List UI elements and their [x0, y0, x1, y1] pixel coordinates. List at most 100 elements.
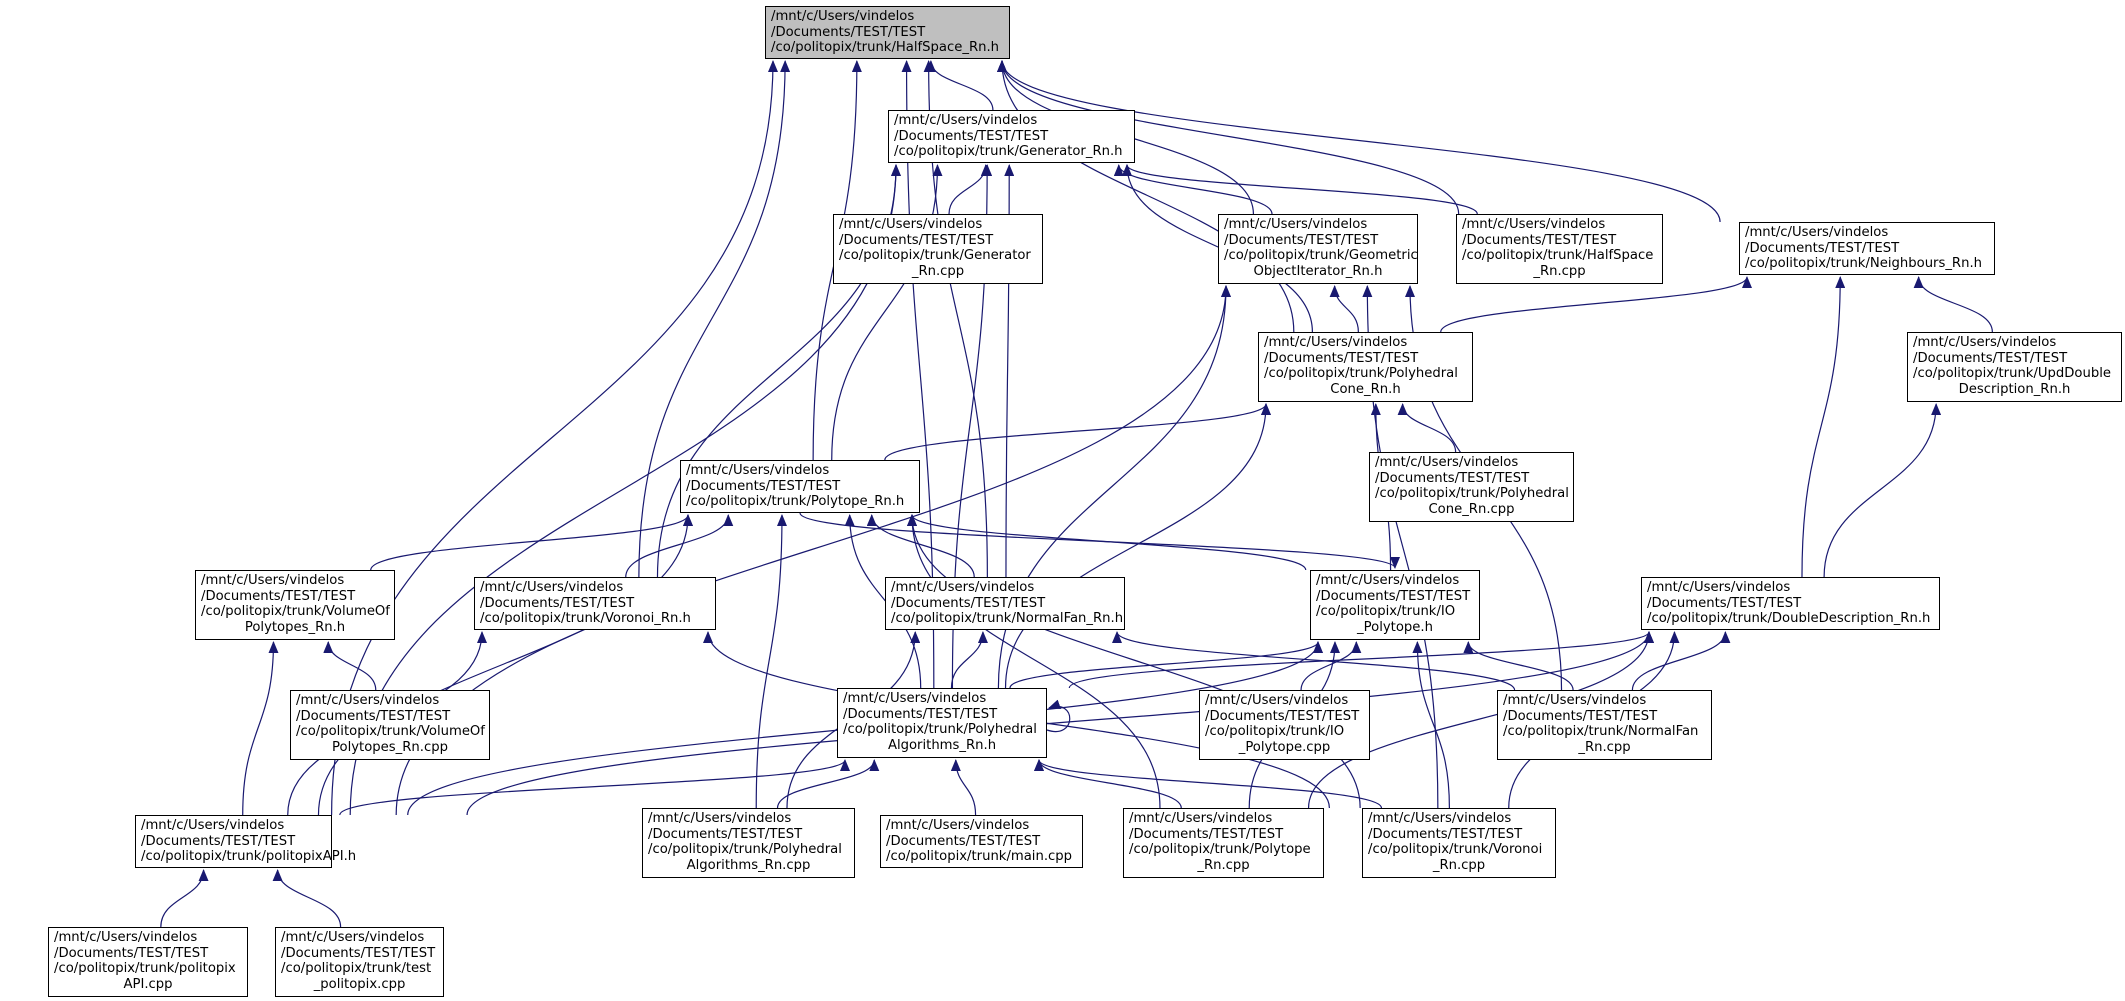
- node-label-line: /co/politopix/trunk/Neighbours_Rn.h: [1745, 256, 1983, 272]
- node-label-line: /Documents/TEST/TEST: [1913, 350, 2068, 366]
- node-label-line: /co/politopix/trunk/Generator_Rn.h: [894, 144, 1123, 160]
- include-edge: [884, 403, 1271, 461]
- node-label-line: /co/politopix/trunk/Polyhedral: [843, 722, 1037, 738]
- file-node-io-polytope-h[interactable]: /mnt/c/Users/vindelos/Documents/TEST/TES…: [1310, 570, 1480, 640]
- node-label-line: /co/politopix/trunk/IO: [1205, 724, 1345, 740]
- node-label-line: /co/politopix/trunk/Polyhedral: [648, 842, 842, 858]
- file-node-polyhedralcone-cpp[interactable]: /mnt/c/Users/vindelos/Documents/TEST/TES…: [1369, 452, 1574, 522]
- include-edge: [776, 759, 880, 809]
- include-edge: [901, 60, 935, 689]
- node-label-line: /mnt/c/Users/vindelos: [894, 113, 1038, 128]
- file-node-normalfan-h[interactable]: /mnt/c/Users/vindelos/Documents/TEST/TES…: [885, 577, 1125, 630]
- file-node-halfspace-cpp[interactable]: /mnt/c/Users/vindelos/Documents/TEST/TES…: [1456, 214, 1663, 284]
- file-node-politopixapi-cpp[interactable]: /mnt/c/Users/vindelos/Documents/TEST/TES…: [48, 927, 248, 997]
- file-node-neighbours-h[interactable]: /mnt/c/Users/vindelos/Documents/TEST/TES…: [1739, 222, 1995, 275]
- include-edge: [638, 60, 791, 578]
- node-label-line: /Documents/TEST/TEST: [839, 232, 994, 248]
- node-label-line: /co/politopix/trunk/Voronoi_Rn.h: [480, 611, 691, 627]
- node-label-line: /Documents/TEST/TEST: [886, 833, 1041, 849]
- include-edge: [997, 60, 1721, 223]
- node-label-line: /mnt/c/Users/vindelos: [1224, 217, 1368, 232]
- file-node-polyhedralalgorithms-cpp[interactable]: /mnt/c/Users/vindelos/Documents/TEST/TES…: [642, 808, 855, 878]
- file-node-halfspace-h[interactable]: /mnt/c/Users/vindelos/Documents/TEST/TES…: [765, 6, 1010, 59]
- node-label-line: /Documents/TEST/TEST: [1129, 826, 1284, 842]
- node-label-line: _Polytope.h: [1357, 619, 1433, 635]
- file-node-normalfan-cpp[interactable]: /mnt/c/Users/vindelos/Documents/TEST/TES…: [1497, 690, 1712, 760]
- include-edge: [1463, 641, 1574, 691]
- node-label-line: /Documents/TEST/TEST: [54, 945, 209, 961]
- include-edge: [1440, 276, 1752, 333]
- include-edge: [799, 512, 1400, 569]
- file-node-voronoi-cpp[interactable]: /mnt/c/Users/vindelos/Documents/TEST/TES…: [1362, 808, 1556, 878]
- node-label-line: /Documents/TEST/TEST: [1264, 350, 1419, 366]
- node-label-line: _politopix.cpp: [313, 976, 406, 992]
- node-label-line: /co/politopix/trunk/test: [281, 961, 432, 977]
- include-edge: [323, 641, 377, 691]
- file-node-main-cpp[interactable]: /mnt/c/Users/vindelos/Documents/TEST/TES…: [880, 815, 1083, 868]
- node-label-line: /Documents/TEST/TEST: [1503, 708, 1658, 724]
- node-label-line: /co/politopix/trunk/Polyhedral: [1264, 366, 1458, 382]
- file-node-volumeofpolytopes-cpp[interactable]: /mnt/c/Users/vindelos/Documents/TEST/TES…: [290, 690, 490, 760]
- node-label-line: /Documents/TEST/TEST: [296, 708, 451, 724]
- node-label-line: /co/politopix/trunk/VolumeOf: [201, 604, 390, 620]
- node-label-line: API.cpp: [123, 976, 173, 992]
- node-label-line: /co/politopix/trunk/Voronoi: [1368, 842, 1543, 858]
- node-label-line: /co/politopix/trunk/Polytope: [1129, 842, 1311, 858]
- include-edge: [948, 164, 991, 215]
- include-edge: [950, 631, 988, 689]
- node-label-line: /mnt/c/Users/vindelos: [771, 9, 915, 24]
- include-edge: [370, 514, 693, 571]
- node-label-line: /mnt/c/Users/vindelos: [1503, 693, 1647, 708]
- node-label-line: /Documents/TEST/TEST: [141, 833, 296, 849]
- file-node-polytope-h[interactable]: /mnt/c/Users/vindelos/Documents/TEST/TES…: [680, 460, 920, 513]
- include-edge: [1112, 631, 1516, 691]
- node-label-line: /mnt/c/Users/vindelos: [201, 573, 345, 588]
- include-edge: [1034, 759, 1182, 809]
- file-node-generator-cpp[interactable]: /mnt/c/Users/vindelos/Documents/TEST/TES…: [833, 214, 1043, 284]
- file-node-polytope-cpp[interactable]: /mnt/c/Users/vindelos/Documents/TEST/TES…: [1123, 808, 1324, 878]
- node-label-line: /co/politopix/trunk/Geometric: [1224, 248, 1418, 264]
- file-node-polyhedralcone-h[interactable]: /mnt/c/Users/vindelos/Documents/TEST/TES…: [1258, 332, 1473, 402]
- include-edge: [997, 60, 1460, 215]
- node-label-line: /Documents/TEST/TEST: [1368, 826, 1523, 842]
- file-node-io-polytope-cpp[interactable]: /mnt/c/Users/vindelos/Documents/TEST/TES…: [1199, 690, 1370, 760]
- node-label-line: _Rn.cpp: [1578, 739, 1631, 755]
- node-label-line: /Documents/TEST/TEST: [201, 588, 356, 604]
- node-label-line: /co/politopix/trunk/Polytope_Rn.h: [686, 494, 905, 510]
- include-edge: [1329, 285, 1359, 333]
- node-label-line: /Documents/TEST/TEST: [894, 128, 1049, 144]
- include-edge: [625, 514, 734, 578]
- node-label-line: /co/politopix/trunk/NormalFan_Rn.h: [891, 611, 1124, 627]
- include-edge: [1913, 276, 1993, 333]
- file-node-geometricobjectiterator-h[interactable]: /mnt/c/Users/vindelos/Documents/TEST/TES…: [1218, 214, 1418, 284]
- node-label-line: ObjectIterator_Rn.h: [1253, 263, 1383, 279]
- node-label-line: /mnt/c/Users/vindelos: [1913, 335, 2057, 350]
- node-label-line: /mnt/c/Users/vindelos: [1205, 693, 1349, 708]
- node-label-line: /co/politopix/trunk/UpdDouble: [1913, 366, 2112, 382]
- node-label-line: /mnt/c/Users/vindelos: [1375, 455, 1519, 470]
- file-node-voronoi-h[interactable]: /mnt/c/Users/vindelos/Documents/TEST/TES…: [474, 577, 716, 630]
- node-label-line: Polytopes_Rn.h: [244, 619, 346, 635]
- file-node-polyhedralalgorithms-h[interactable]: /mnt/c/Users/vindelos/Documents/TEST/TES…: [837, 688, 1047, 758]
- file-node-generator-h[interactable]: /mnt/c/Users/vindelos/Documents/TEST/TES…: [888, 110, 1135, 163]
- file-node-upddoubledescription-h[interactable]: /mnt/c/Users/vindelos/Documents/TEST/TES…: [1907, 332, 2122, 402]
- include-edge: [160, 869, 209, 928]
- include-edge: [907, 514, 1161, 809]
- node-label-line: /Documents/TEST/TEST: [648, 826, 803, 842]
- node-label-line: /Documents/TEST/TEST: [843, 706, 998, 722]
- node-label-line: /mnt/c/Users/vindelos: [1264, 335, 1408, 350]
- file-node-doubledescription-h[interactable]: /mnt/c/Users/vindelos/Documents/TEST/TES…: [1641, 577, 1940, 630]
- node-label-line: /Documents/TEST/TEST: [686, 478, 841, 494]
- include-edge: [1046, 699, 1071, 733]
- node-label-line: /Documents/TEST/TEST: [1745, 240, 1900, 256]
- include-edge: [1631, 631, 1731, 691]
- file-node-politopixapi-h[interactable]: /mnt/c/Users/vindelos/Documents/TEST/TES…: [135, 815, 356, 868]
- include-edge: [831, 164, 943, 461]
- file-node-test-politopix-cpp[interactable]: /mnt/c/Users/vindelos/Documents/TEST/TES…: [275, 927, 444, 997]
- node-label-line: /co/politopix/trunk/main.cpp: [886, 849, 1073, 865]
- node-label-line: Cone_Rn.h: [1330, 381, 1401, 397]
- node-label-line: Polytopes_Rn.cpp: [332, 739, 448, 755]
- include-edge: [866, 514, 975, 578]
- file-node-volumeofpolytopes-h[interactable]: /mnt/c/Users/vindelos/Documents/TEST/TES…: [195, 570, 395, 640]
- node-label-line: Algorithms_Rn.h: [887, 737, 997, 753]
